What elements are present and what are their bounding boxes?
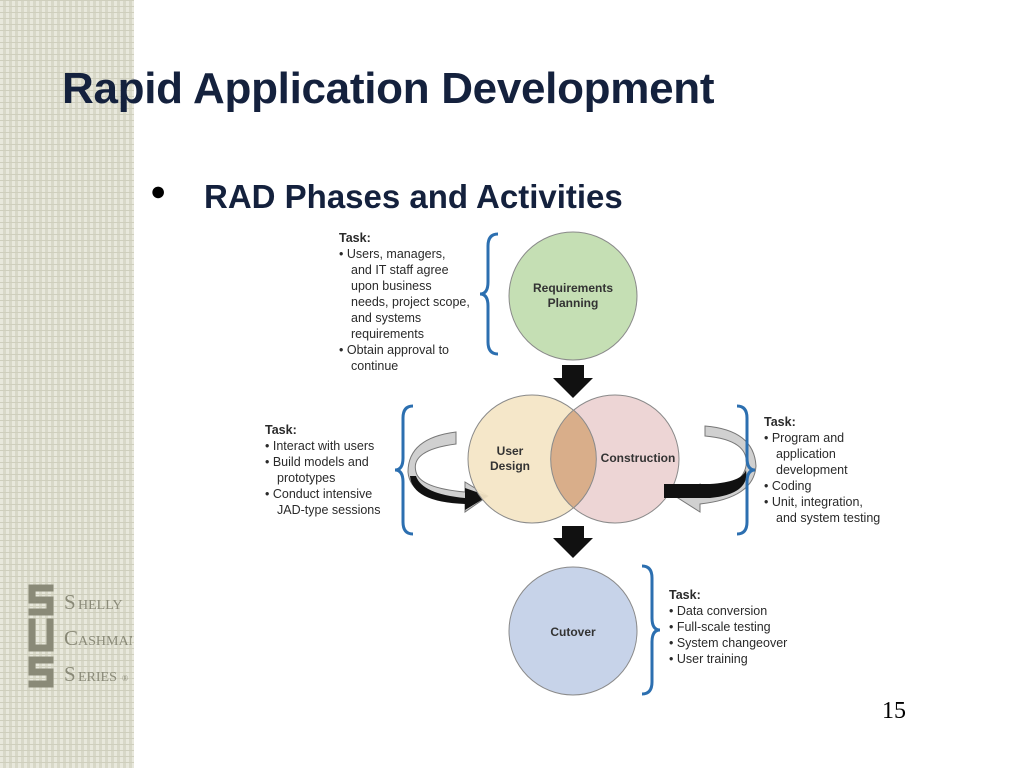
logo-initial: C — [64, 626, 78, 650]
construction-task-heading: Task: — [764, 415, 796, 429]
construction-bracket — [736, 404, 756, 536]
requirements-task-text: Task: • Users, managers, and IT staff ag… — [339, 231, 470, 373]
logo-word: HELLY — [78, 598, 122, 613]
logo-registered-mark: ® — [122, 674, 128, 683]
rad-phases-diagram: Task: • Users, managers, and IT staff ag… — [265, 231, 880, 696]
cutover-task-text: Task: • Data conversion • Full-scale tes… — [669, 588, 787, 666]
shelly-cashman-logo: S HELLY C ASHMAN S ERIES ® — [28, 584, 132, 688]
requirements-task-line: and systems — [351, 311, 421, 325]
user-design-task-line: JAD-type sessions — [277, 503, 381, 517]
user-design-label-line2: Design — [490, 459, 530, 473]
bullet-marker: ● — [150, 176, 167, 206]
requirements-bracket — [479, 232, 499, 356]
cutover-task-heading: Task: — [669, 588, 701, 602]
sidebar-texture — [0, 0, 134, 768]
requirements-task-heading: Task: — [339, 231, 371, 245]
requirements-task-line: upon business — [351, 279, 432, 293]
user-design-label-line1: User — [497, 444, 524, 458]
logo-initial: S — [64, 662, 76, 686]
page-number: 15 — [882, 698, 906, 724]
design-construction-overlap — [550, 409, 597, 509]
construction-task-line: • Program and — [764, 431, 844, 445]
requirements-task-line: • Users, managers, — [339, 247, 446, 261]
cutover-task-line: • System changeover — [669, 636, 787, 650]
user-design-task-heading: Task: — [265, 423, 297, 437]
cutover-task-line: • User training — [669, 652, 748, 666]
user-design-task-line: • Interact with users — [265, 439, 374, 453]
construction-task-line: and system testing — [776, 511, 880, 525]
cutover-bracket — [641, 564, 661, 696]
user-design-bracket — [394, 404, 414, 536]
cutover-task-line: • Data conversion — [669, 604, 767, 618]
requirements-task-line: needs, project scope, — [351, 295, 470, 309]
user-design-task-line: • Build models and — [265, 455, 369, 469]
left-cycle-arrow-icon — [407, 431, 489, 513]
requirements-task-line: continue — [351, 359, 398, 373]
requirements-planning-circle — [508, 231, 638, 361]
construction-task-text: Task: • Program and application developm… — [764, 415, 880, 525]
construction-task-line: development — [776, 463, 848, 477]
logo-initial: S — [64, 590, 76, 614]
slide-title: Rapid Application Development — [62, 64, 715, 113]
user-design-task-line: prototypes — [277, 471, 335, 485]
cutover-circle — [508, 566, 638, 696]
down-arrow-2-icon — [553, 526, 593, 558]
cutover-task-line: • Full-scale testing — [669, 620, 771, 634]
user-design-task-line: • Conduct intensive — [265, 487, 372, 501]
requirements-label-line2: Planning — [548, 296, 599, 310]
construction-task-line: • Unit, integration, — [764, 495, 863, 509]
right-cycle-arrow-icon — [664, 425, 757, 513]
sidebar-pattern — [0, 0, 134, 768]
logo-word: ASHMAN — [78, 634, 132, 649]
cutover-label: Cutover — [550, 625, 596, 639]
construction-task-line: • Coding — [764, 479, 812, 493]
construction-task-line: application — [776, 447, 836, 461]
requirements-label-line1: Requirements — [533, 281, 613, 295]
construction-label: Construction — [601, 451, 676, 465]
requirements-task-line: • Obtain approval to — [339, 343, 449, 357]
down-arrow-1-icon — [553, 365, 593, 398]
slide-subtitle: RAD Phases and Activities — [204, 178, 623, 215]
logo-mark-icon — [28, 584, 54, 688]
logo-word: ERIES — [78, 670, 117, 685]
requirements-task-line: and IT staff agree — [351, 263, 449, 277]
requirements-task-line: requirements — [351, 327, 424, 341]
user-design-task-text: Task: • Interact with users • Build mode… — [265, 423, 381, 517]
